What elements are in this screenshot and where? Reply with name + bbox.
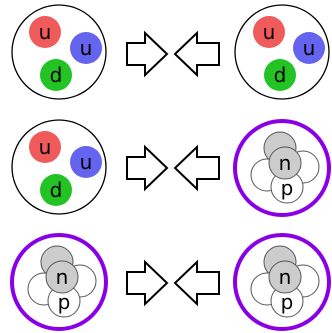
up-quark xyxy=(29,131,61,163)
row-2-left-particle: u u d xyxy=(11,119,107,215)
double-arrow-icon xyxy=(126,30,220,78)
neutron xyxy=(45,260,79,294)
row-2: u u d p n xyxy=(11,119,331,217)
quark-label: u xyxy=(80,36,93,60)
quark-label: u xyxy=(39,20,52,44)
proton-label: p xyxy=(281,290,294,314)
up-quark xyxy=(253,16,285,48)
row-3: p n p n xyxy=(10,233,331,331)
proton-label: p xyxy=(58,290,71,314)
row-2-right-nucleus: p n xyxy=(233,119,331,217)
up-quark xyxy=(70,146,102,178)
right-arrow-icon xyxy=(126,144,169,192)
left-arrow-icon xyxy=(173,144,220,192)
quark-label: u xyxy=(39,135,52,159)
up-quark xyxy=(293,32,325,64)
row-1-left-particle: u u d xyxy=(11,4,107,100)
up-quark xyxy=(29,16,61,48)
double-arrow-icon xyxy=(126,144,220,192)
neutron-label: n xyxy=(279,151,292,175)
quark-label: u xyxy=(80,150,93,174)
right-arrow-icon xyxy=(126,259,169,307)
neutron xyxy=(268,146,302,180)
quark-label: d xyxy=(274,63,287,87)
double-arrow-icon xyxy=(126,259,220,307)
neutron-label: n xyxy=(279,265,292,289)
right-arrow-icon xyxy=(126,30,169,78)
left-arrow-icon xyxy=(173,30,220,78)
proton-label: p xyxy=(281,176,294,200)
down-quark xyxy=(264,59,296,91)
neutron xyxy=(268,260,302,294)
quark-label: u xyxy=(263,20,276,44)
row-3-left-nucleus: p n xyxy=(10,233,108,331)
row-1: u u d u u d xyxy=(11,4,330,100)
down-quark xyxy=(40,174,72,206)
row-1-right-particle: u u d xyxy=(234,4,330,100)
quark-label: d xyxy=(50,178,63,202)
down-quark xyxy=(40,59,72,91)
quark-label: u xyxy=(303,36,316,60)
neutron-label: n xyxy=(56,265,69,289)
up-quark xyxy=(70,32,102,64)
left-arrow-icon xyxy=(173,259,220,307)
quark-label: d xyxy=(50,63,63,87)
row-3-right-nucleus: p n xyxy=(233,233,331,331)
